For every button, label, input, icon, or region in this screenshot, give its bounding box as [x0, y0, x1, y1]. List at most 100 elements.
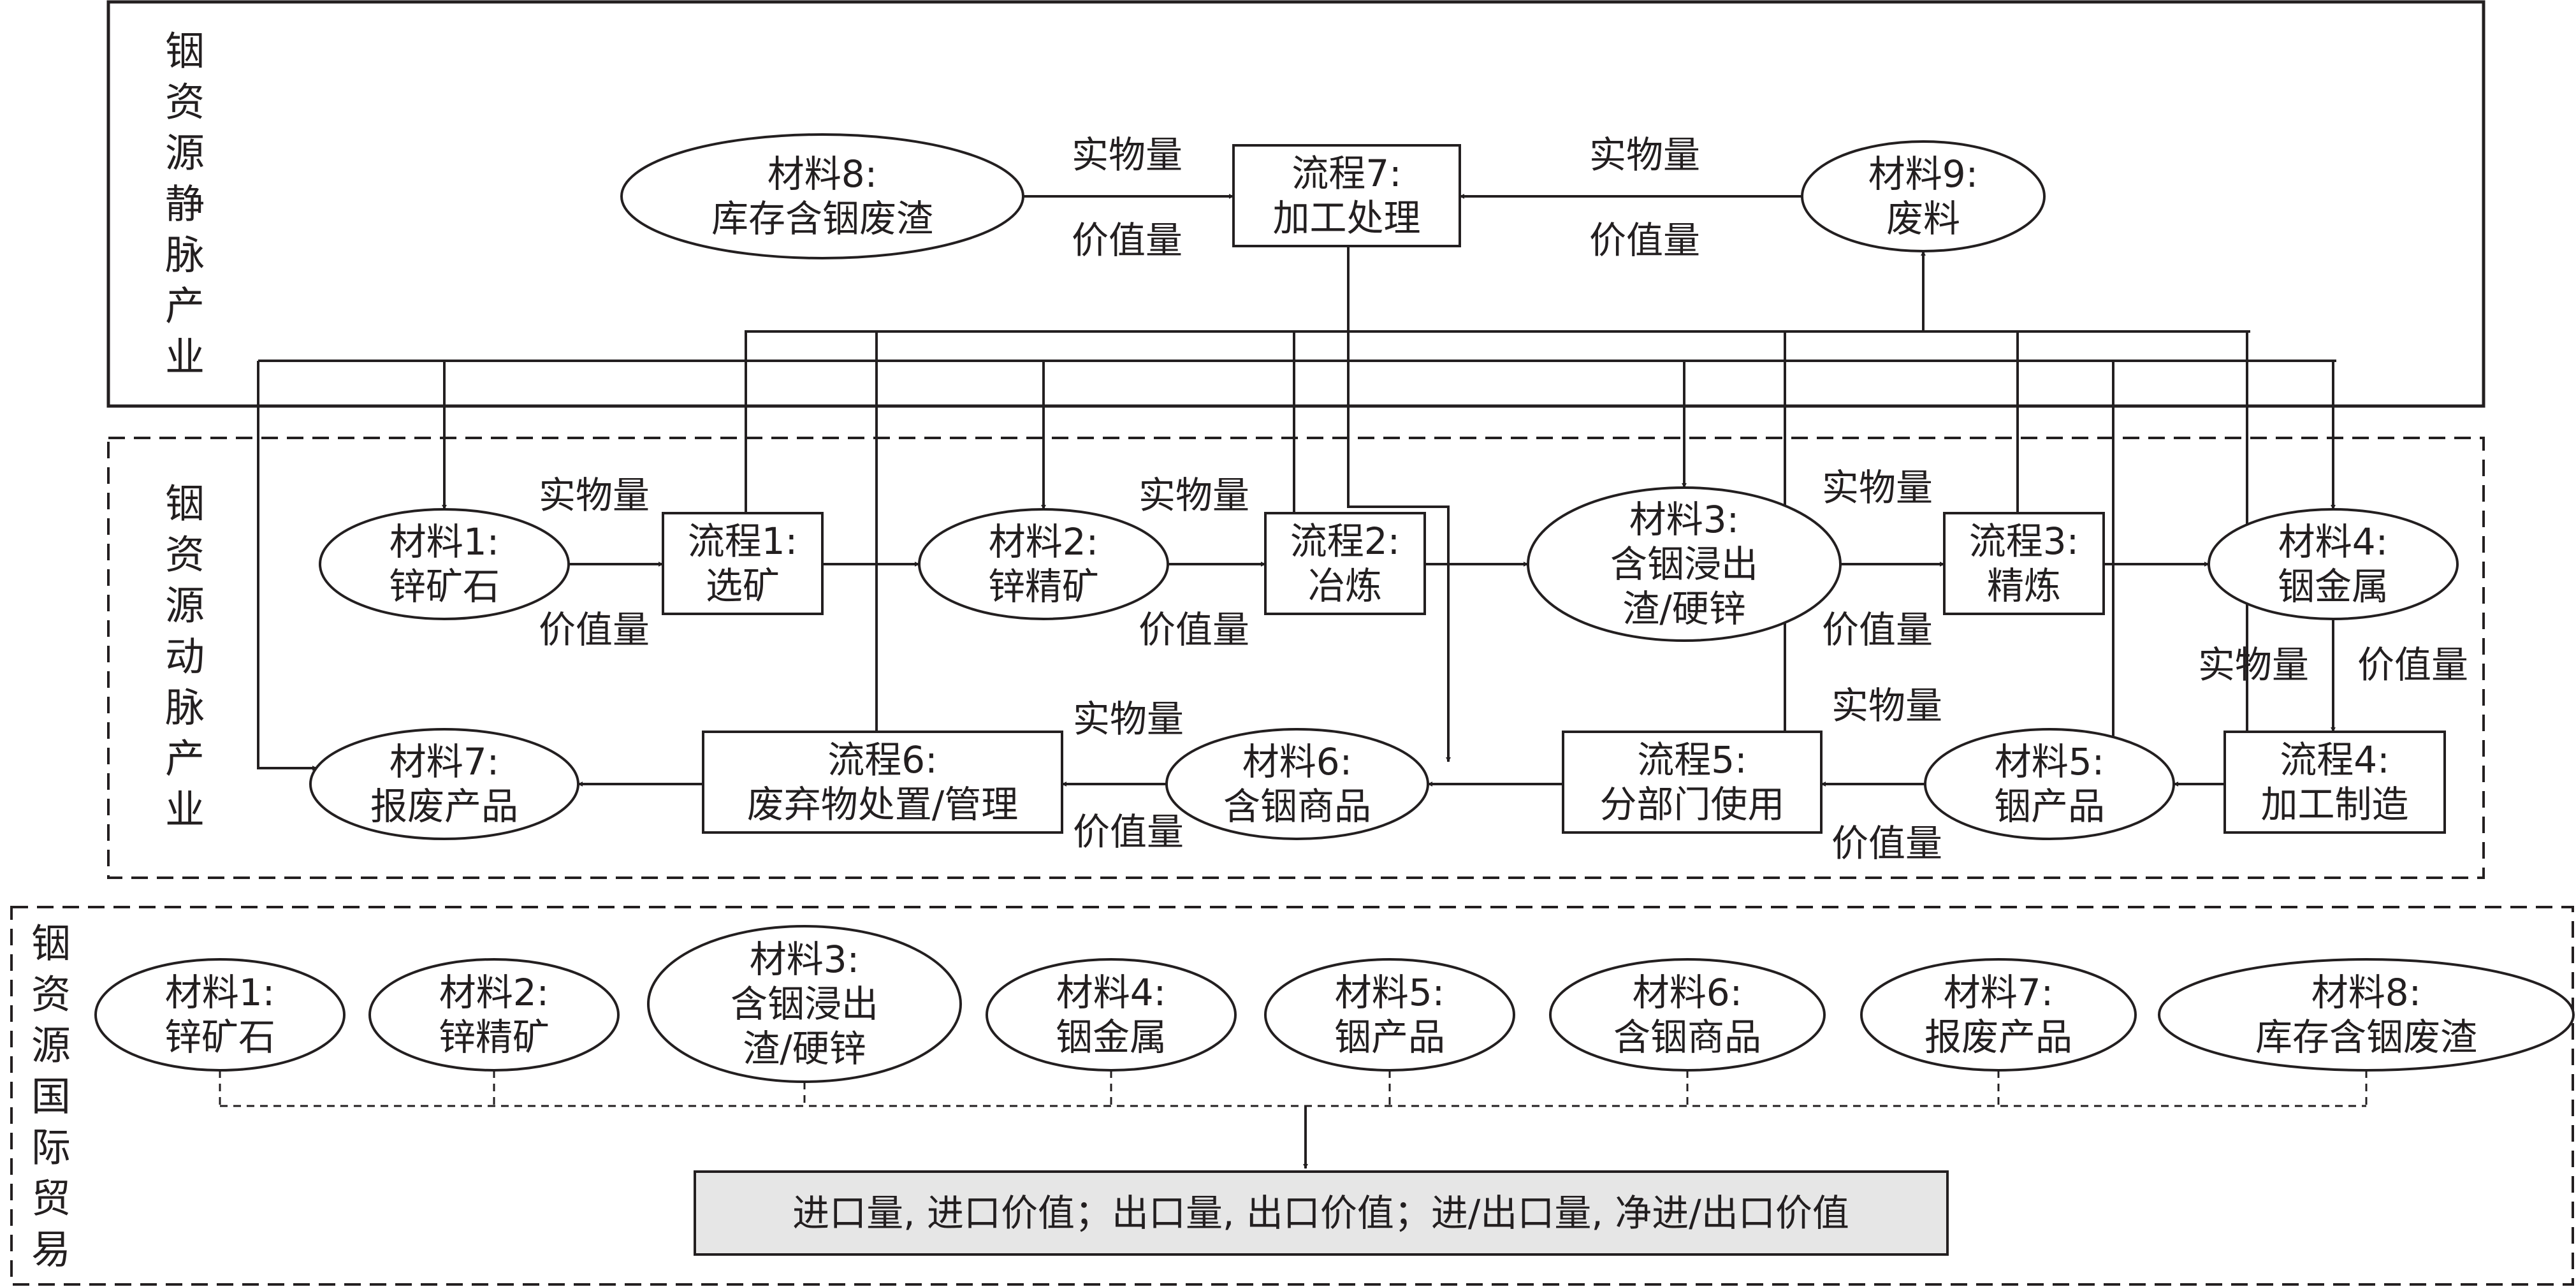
- flow-nodes: 材料8:库存含铟废渣流程7:加工处理材料9:废料材料1:锌矿石流程1:选矿材料2…: [309, 133, 2459, 840]
- process-1-line-2: 选矿: [706, 564, 780, 607]
- material-2-line-1: 材料2:: [989, 520, 1098, 564]
- trade-material-2-shape: [368, 958, 620, 1072]
- process-1-shape: [662, 512, 824, 615]
- trade-material-8-shape: [2158, 958, 2575, 1072]
- trade-material-8-line-2: 库存含铟废渣: [2255, 1015, 2477, 1059]
- process-3-shape: [1943, 512, 2105, 615]
- sec-static-char-6: 产: [165, 283, 205, 330]
- process-5: 流程5:分部门使用: [1562, 731, 1823, 834]
- physical-label-5: 实物量: [539, 474, 650, 517]
- trade-material-6-line-2: 含铟商品: [1613, 1015, 1761, 1059]
- physical-label-3: 实物量: [1589, 133, 1700, 177]
- material-6-line-2: 含铟商品: [1223, 785, 1371, 828]
- bus-collection: [745, 330, 2250, 513]
- process-6: 流程6:废弃物处置/管理: [702, 731, 1063, 834]
- process-4-line-1: 流程4:: [2280, 738, 2389, 782]
- edge-p7-m6: [1347, 246, 1451, 762]
- edge-bus-m7: [257, 361, 317, 771]
- trade-summary-box: 进口量, 进口价值；出口量, 出口价值；进/出口量, 净进/出口价值: [694, 1170, 1949, 1256]
- trade-material-4-shape: [986, 958, 1237, 1072]
- trade-material-4: 材料4:铟金属: [986, 958, 1237, 1072]
- trade-material-1-line-2: 锌矿石: [164, 1015, 275, 1059]
- trade-material-7-shape: [1860, 958, 2137, 1072]
- trade-material-6: 材料6:含铟商品: [1549, 958, 1826, 1072]
- trade-material-7-line-2: 报废产品: [1925, 1015, 2072, 1059]
- trade-material-2: 材料2:锌精矿: [368, 958, 620, 1072]
- sec-trade-char-1: 铟: [31, 920, 71, 967]
- physical-label-9: 实物量: [1822, 466, 1933, 509]
- material-1-line-2: 锌矿石: [389, 565, 500, 608]
- flow-edges: [257, 194, 2336, 787]
- material-9-line-2: 废料: [1886, 197, 1960, 240]
- material-4-shape: [2208, 508, 2459, 620]
- process-3-line-2: 精炼: [1987, 564, 2061, 607]
- material-5-line-1: 材料5:: [1995, 740, 2104, 783]
- value-label-16: 价值量: [1073, 810, 1184, 854]
- material-2: 材料2:锌精矿: [918, 508, 1169, 620]
- process-4-line-2: 加工制造: [2260, 783, 2408, 826]
- trade-material-8-line-1: 材料8:: [2311, 971, 2421, 1014]
- value-label-2: 价值量: [1072, 219, 1182, 262]
- material-9: 材料9:废料: [1801, 140, 2046, 252]
- material-5: 材料5:铟产品: [1924, 728, 2175, 840]
- material-8-line-1: 材料8:: [768, 152, 877, 196]
- sec-dynamic-char-4: 动: [165, 634, 205, 680]
- value-label-10: 价值量: [1822, 608, 1933, 651]
- physical-label-11: 实物量: [2198, 643, 2309, 687]
- material-1-line-1: 材料1:: [389, 520, 499, 564]
- trade-material-4-line-1: 材料4:: [1056, 971, 1166, 1014]
- sec-static-char-2: 资: [165, 79, 205, 126]
- material-7-line-2: 报废产品: [370, 785, 518, 828]
- material-3-line-1: 材料3:: [1629, 498, 1739, 541]
- trade-summary-text: 进口量, 进口价值；出口量, 出口价值；进/出口量, 净进/出口价值: [792, 1191, 1849, 1235]
- trade-frame: [10, 906, 2574, 1286]
- process-7-line-1: 流程7:: [1292, 152, 1401, 195]
- process-4: 流程4:加工制造: [2223, 731, 2446, 834]
- process-5-line-2: 分部门使用: [1599, 783, 1784, 826]
- value-label-4: 价值量: [1589, 219, 1700, 262]
- dynamic-industry-frame: [107, 437, 2485, 879]
- trade-material-3-line-1: 材料3:: [750, 938, 859, 981]
- process-2-line-2: 冶炼: [1308, 564, 1382, 607]
- trade-material-5-line-2: 铟产品: [1334, 1015, 1445, 1059]
- sec-dynamic-char-3: 源: [165, 583, 205, 629]
- trade-material-1-line-1: 材料1:: [165, 971, 275, 1014]
- material-6: 材料6:含铟商品: [1165, 728, 1429, 840]
- sec-trade-char-7: 易: [31, 1226, 71, 1273]
- trade-material-2-line-1: 材料2:: [439, 971, 549, 1014]
- process-7: 流程7:加工处理: [1232, 144, 1461, 247]
- trade-material-1-shape: [94, 958, 346, 1072]
- sec-static-char-5: 脉: [165, 232, 205, 279]
- value-label-8: 价值量: [1139, 608, 1249, 651]
- sec-static-char-3: 源: [165, 130, 205, 177]
- sec-static-char-1: 铟: [165, 28, 205, 75]
- material-8-shape: [620, 133, 1024, 259]
- sec-trade-char-3: 源: [31, 1022, 71, 1069]
- trade-material-5-line-1: 材料5:: [1335, 971, 1444, 1014]
- sec-dynamic-char-6: 产: [165, 736, 205, 782]
- material-7: 材料7:报废产品: [309, 728, 579, 840]
- material-9-shape: [1801, 140, 2046, 252]
- process-6-shape: [702, 731, 1063, 834]
- process-2-line-1: 流程2:: [1290, 520, 1400, 563]
- sec-dynamic-char-5: 脉: [165, 685, 205, 731]
- material-5-shape: [1924, 728, 2175, 840]
- material-9-line-1: 材料9:: [1868, 152, 1978, 196]
- process-2-shape: [1264, 512, 1426, 615]
- material-2-shape: [918, 508, 1169, 620]
- trade-material-8: 材料8:库存含铟废渣: [2158, 958, 2575, 1072]
- trade-material-5: 材料5:铟产品: [1264, 958, 1515, 1072]
- sec-dynamic-char-2: 资: [165, 532, 205, 578]
- physical-label-1: 实物量: [1072, 133, 1182, 177]
- sec-trade-char-6: 贸: [31, 1175, 71, 1222]
- static-industry-frame: [106, 0, 2485, 408]
- value-label-12: 价值量: [2357, 643, 2468, 687]
- process-5-shape: [1562, 731, 1823, 834]
- trade-material-7: 材料7:报废产品: [1860, 958, 2137, 1072]
- process-2: 流程2:冶炼: [1264, 512, 1426, 615]
